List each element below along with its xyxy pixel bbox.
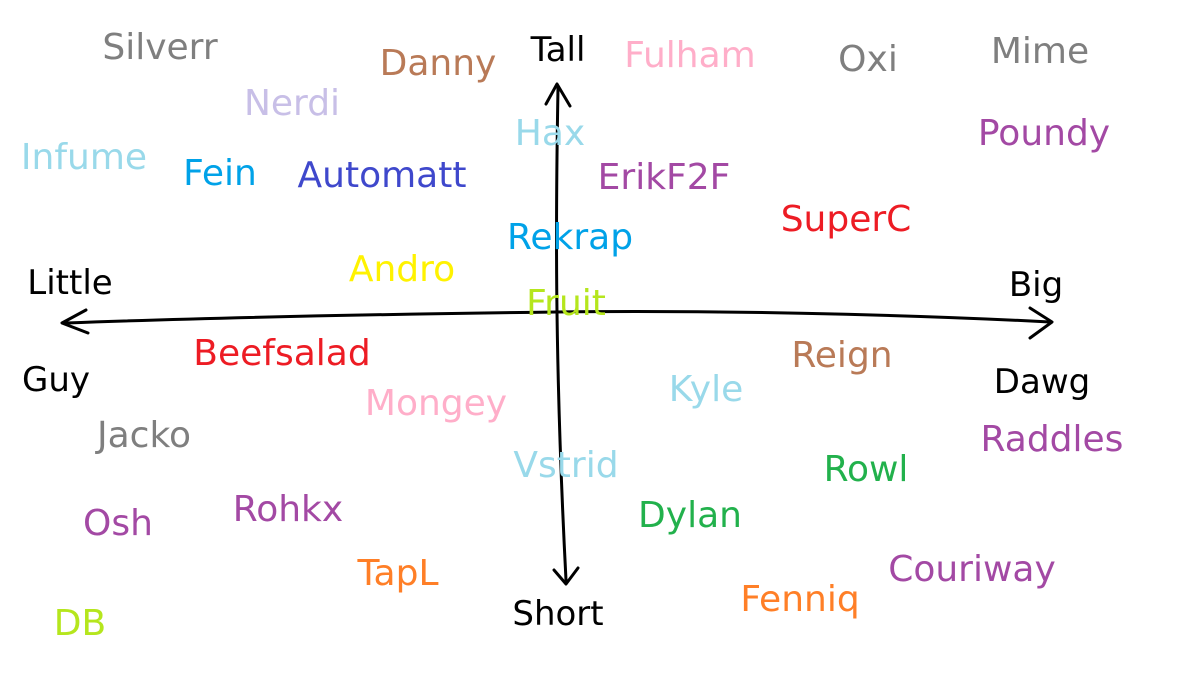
name-label-beefsalad: Beefsalad [193, 333, 371, 374]
name-label-superc: SuperC [780, 199, 912, 240]
name-label-rekrap: Rekrap [506, 217, 634, 258]
name-label-poundy: Poundy [977, 113, 1111, 154]
name-label-infume: Infume [20, 137, 148, 178]
name-label-hax: Hax [514, 113, 586, 154]
name-label-fulham: Fulham [624, 35, 756, 76]
name-label-mongey: Mongey [364, 383, 508, 424]
name-label-dylan: Dylan [638, 495, 742, 536]
name-label-tapl: TapL [357, 553, 439, 594]
name-label-erikf2f: ErikF2F [597, 157, 731, 198]
axis-label-short: Short [512, 594, 604, 634]
name-label-danny: Danny [379, 43, 497, 84]
name-label-rowl: Rowl [823, 449, 909, 490]
right-arrowhead [1028, 306, 1054, 340]
name-label-andro: Andro [348, 249, 456, 290]
up-arrowhead [544, 82, 572, 108]
name-label-fruit: Fruit [526, 283, 606, 324]
vertical-axis [554, 86, 568, 582]
name-label-mime: Mime [990, 31, 1090, 72]
name-label-fein: Fein [183, 153, 257, 194]
down-arrowhead [552, 566, 580, 586]
axis-label-dawg: Dawg [993, 362, 1091, 402]
name-label-nerdi: Nerdi [243, 83, 341, 124]
name-label-raddles: Raddles [980, 419, 1124, 460]
name-label-db: DB [53, 603, 107, 644]
name-label-jacko: Jacko [96, 415, 192, 456]
name-label-reign: Reign [791, 335, 893, 376]
name-label-automatt: Automatt [297, 155, 467, 196]
axis-label-guy: Guy [21, 360, 91, 400]
left-arrowhead [60, 308, 90, 335]
axis-label-big: Big [1008, 265, 1064, 305]
name-label-oxi: Oxi [838, 39, 898, 80]
name-label-couriway: Couriway [888, 549, 1056, 590]
name-label-rohkx: Rohkx [232, 489, 344, 530]
name-label-osh: Osh [83, 503, 153, 544]
name-label-vstrid: Vstrid [513, 445, 619, 486]
name-label-fenniq: Fenniq [740, 579, 860, 620]
name-label-silverr: Silverr [102, 27, 218, 68]
axis-label-tall: Tall [530, 30, 586, 70]
name-label-kyle: Kyle [668, 369, 744, 410]
axis-label-little: Little [27, 263, 113, 303]
